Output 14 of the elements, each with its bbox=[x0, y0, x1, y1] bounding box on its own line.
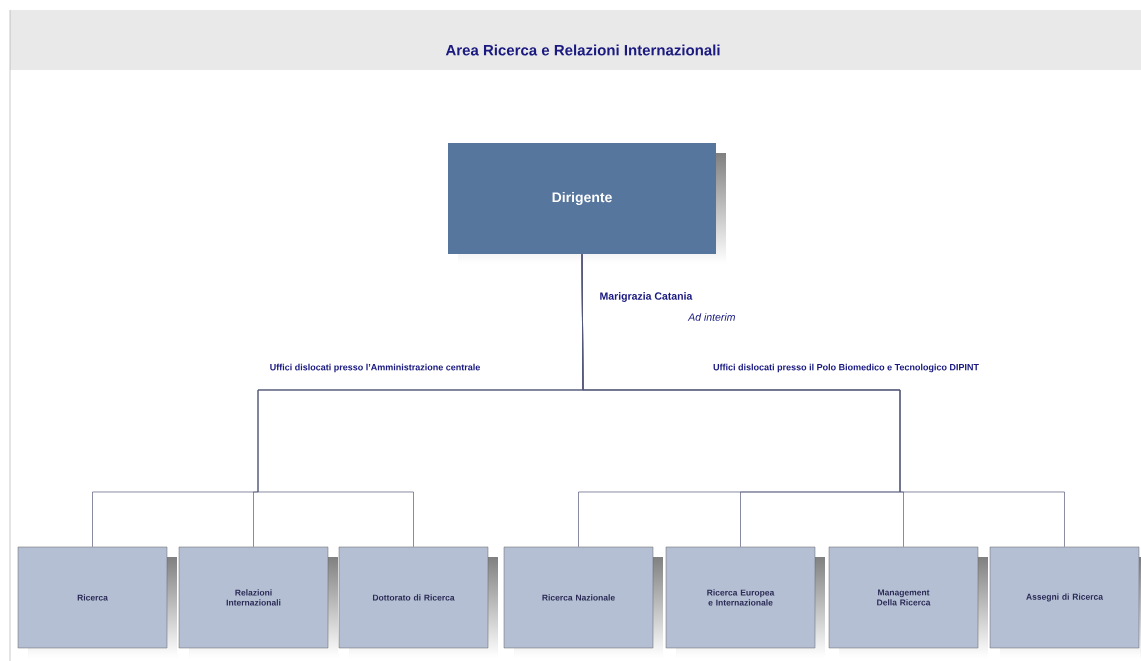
office-box: Ricerca bbox=[17, 546, 177, 658]
office-box: Ricerca Europea e Internazionale bbox=[665, 546, 825, 658]
office-box: Ricerca Nazionale bbox=[503, 546, 663, 658]
title: Area Ricerca e Relazioni Internazionali bbox=[445, 44, 720, 56]
group-heading: Uffici dislocati presso il Polo Biomedico e Tecnologico DIPINT bbox=[713, 363, 979, 373]
connector-line bbox=[581, 253, 1065, 548]
group-heading: Uffici dislocati presso l’Amministrazione centrale bbox=[270, 363, 480, 373]
office-box: Dottorato di Ricerca bbox=[338, 546, 498, 658]
office-box: Assegni di Ricerca bbox=[989, 546, 1141, 658]
office-box: Relazioni Internazionali bbox=[178, 546, 338, 658]
role-note: Ad interim bbox=[687, 313, 735, 321]
director-box: Dirigente bbox=[448, 143, 726, 264]
office-box: Management Della Ricerca bbox=[828, 546, 988, 658]
person-name: Marigrazia Catania bbox=[600, 292, 693, 302]
